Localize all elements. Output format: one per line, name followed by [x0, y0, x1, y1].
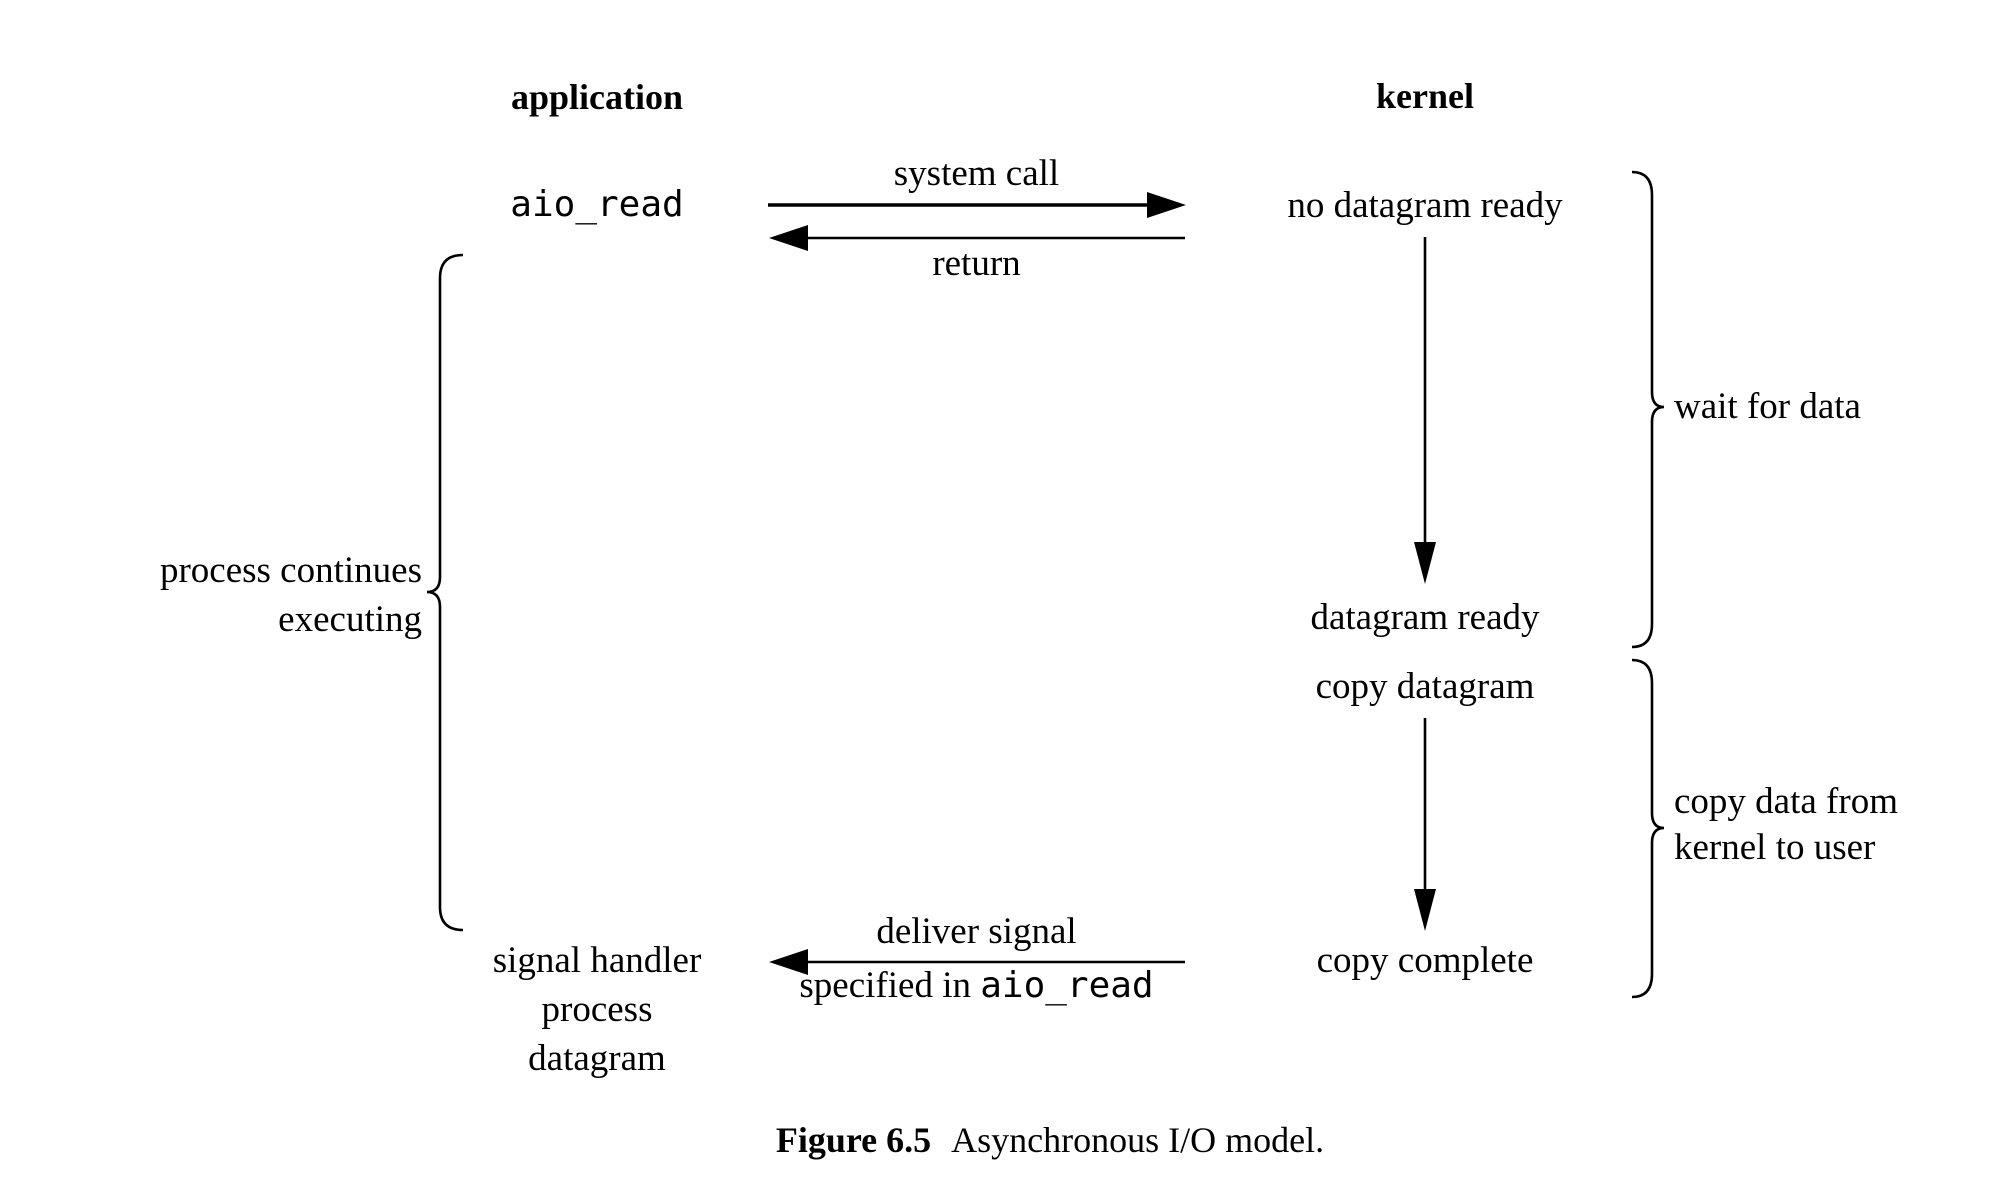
node-copy-complete: copy complete — [1316, 940, 1534, 981]
figure-caption-title: Asynchronous I/O model. — [951, 1120, 1325, 1160]
deliver-signal-arrow-icon — [769, 949, 1185, 975]
wait-for-data-arrow-icon — [1414, 237, 1436, 584]
copy-data-brace-icon — [1631, 658, 1665, 999]
figure-caption: Figure 6.5 Asynchronous I/O model. — [600, 1116, 1500, 1164]
node-aio-read: aio_read — [510, 184, 684, 225]
specified-in-code: aio_read — [980, 965, 1154, 1006]
arrow-label-system-call: system call — [893, 153, 1060, 194]
node-copy-datagram: copy datagram — [1315, 666, 1535, 707]
arrow-label-deliver-signal: deliver signal — [876, 911, 1077, 952]
specified-in-text: specified in — [799, 965, 981, 1006]
label-wait-for-data: wait for data — [1674, 386, 1861, 427]
label-process-continues-executing: process continues executing — [80, 546, 422, 644]
arrow-label-return: return — [932, 243, 1021, 284]
signal-handler-line-3: datagram — [528, 1038, 666, 1079]
node-signal-handler: signal handler process datagram — [420, 936, 774, 1083]
left-brace-icon — [426, 253, 464, 932]
copy-data-arrow-icon — [1414, 718, 1436, 931]
copy-data-line-2: kernel to user — [1674, 827, 1876, 868]
column-header-kernel: kernel — [1376, 76, 1474, 116]
node-no-datagram-ready: no datagram ready — [1287, 185, 1563, 226]
wait-for-data-brace-icon — [1631, 170, 1665, 649]
node-datagram-ready: datagram ready — [1310, 597, 1540, 638]
label-copy-data-from-kernel-to-user: copy data from kernel to user — [1674, 779, 1898, 871]
copy-data-line-1: copy data from — [1674, 781, 1898, 822]
process-continues-line-2: executing — [278, 599, 422, 640]
arrow-label-specified-in: specified in aio_read — [768, 962, 1185, 1010]
column-header-application: application — [510, 77, 684, 117]
figure-caption-number: Figure 6.5 — [775, 1120, 932, 1160]
system-call-arrow-icon — [768, 192, 1186, 218]
signal-handler-line-2: process — [541, 989, 653, 1030]
process-continues-line-1: process continues — [159, 550, 422, 591]
return-arrow-icon — [769, 225, 1185, 251]
signal-handler-line-1: signal handler — [492, 940, 702, 981]
